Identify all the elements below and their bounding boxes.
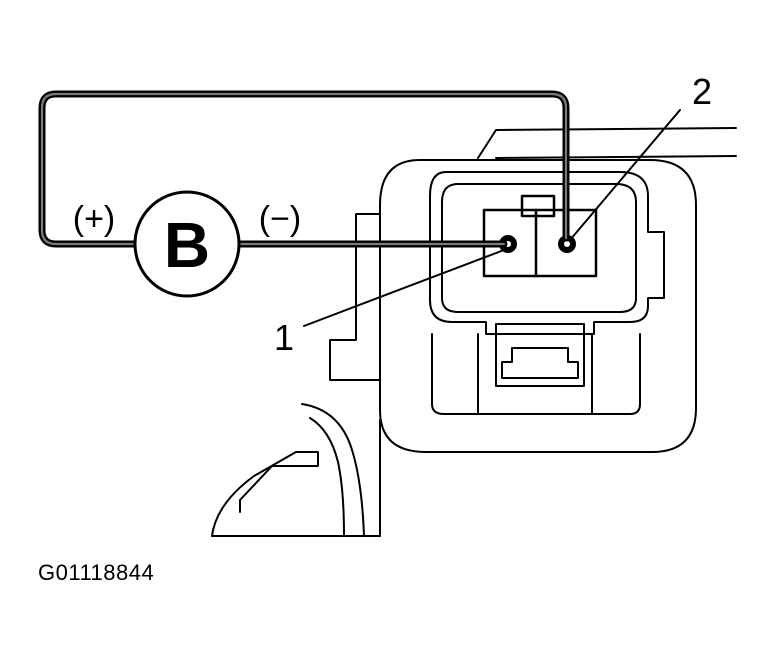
callout-1: 1 (274, 249, 505, 358)
battery-symbol: B (164, 209, 210, 281)
figure-code: G01118844 (38, 560, 155, 585)
callout-2-number: 2 (692, 71, 712, 112)
callout-1-number: 1 (274, 317, 294, 358)
test-wire-positive (38, 90, 570, 248)
terminal-block (482, 194, 598, 278)
positive-polarity-label: (+) (73, 200, 116, 238)
callout-2: 2 (569, 71, 712, 241)
connector-housing (211, 127, 737, 537)
battery: B (133, 190, 241, 298)
negative-polarity-label: (−) (259, 200, 302, 238)
